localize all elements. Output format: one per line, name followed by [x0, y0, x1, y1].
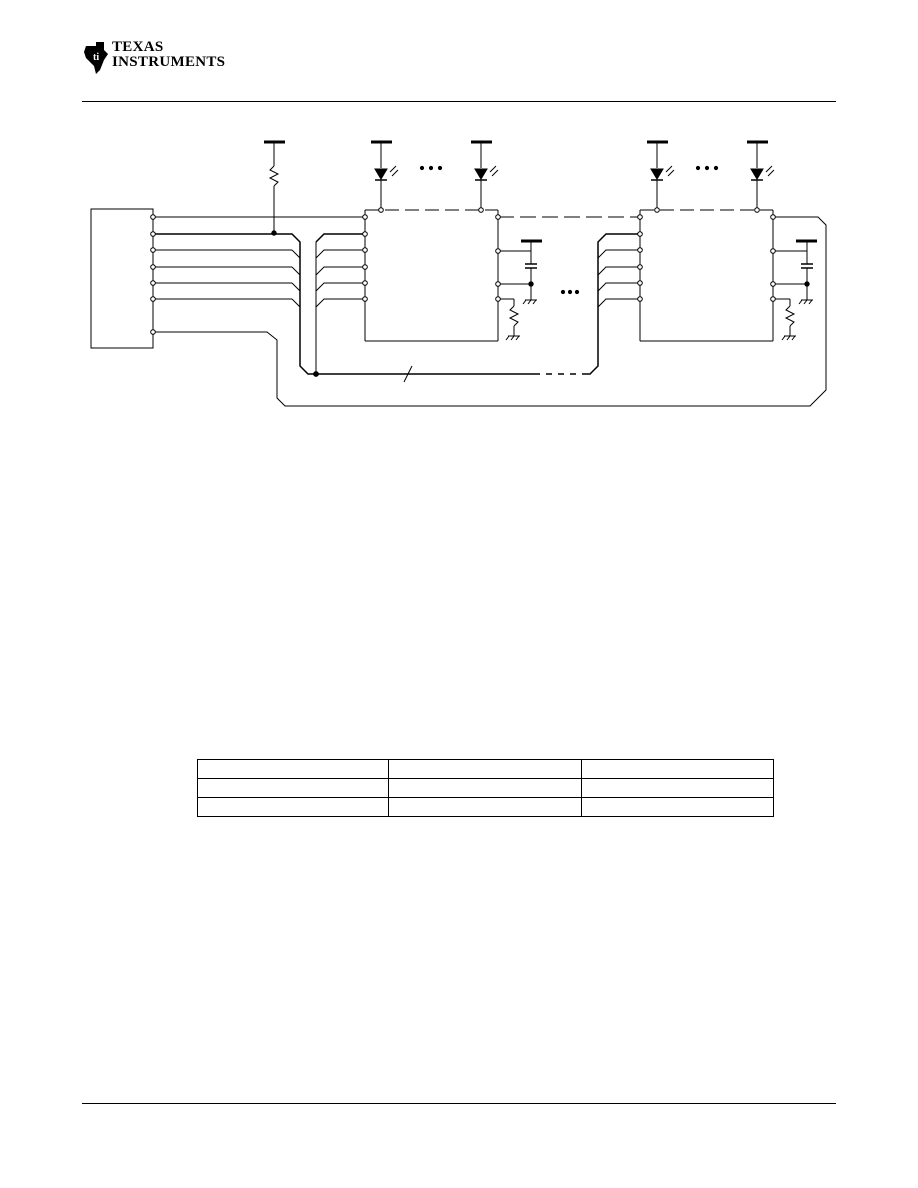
- application-circuit-diagram: [90, 140, 827, 407]
- table-cell: [197, 759, 389, 779]
- table-row: [197, 778, 774, 798]
- table-cell: [581, 778, 774, 798]
- pin-markers: [150, 207, 776, 335]
- pin-table: [197, 759, 774, 817]
- table-cell: [388, 778, 582, 798]
- driver-ic-2: [639, 209, 774, 342]
- table-cell: [197, 778, 389, 798]
- pullup-resistor: [264, 140, 285, 236]
- table-cell: [581, 759, 774, 779]
- driver-ic-1: [364, 209, 499, 342]
- ti-logo: ti Texas Instruments: [82, 40, 225, 80]
- logo-line-1: Texas: [112, 39, 164, 55]
- ti-logo-text: Texas Instruments: [112, 40, 225, 70]
- logo-line-2: Instruments: [112, 54, 226, 70]
- led-group-1: [371, 140, 499, 210]
- page-header: ti Texas Instruments: [0, 0, 918, 110]
- table-cell: [388, 759, 582, 779]
- table-cell: [581, 797, 774, 817]
- led-group-2: [647, 140, 775, 210]
- table-cell: [197, 797, 389, 817]
- signal-bus: [153, 216, 827, 407]
- table-row: [197, 759, 774, 779]
- svg-text:ti: ti: [93, 52, 99, 63]
- controller-block: [90, 208, 154, 349]
- table-row: [197, 797, 774, 817]
- table-cell: [388, 797, 582, 817]
- driver-1-components: [498, 239, 580, 341]
- ti-logo-icon: ti: [84, 42, 108, 74]
- driver-2-components: [773, 239, 817, 341]
- header-rule: [82, 101, 836, 102]
- footer-rule: [82, 1103, 836, 1104]
